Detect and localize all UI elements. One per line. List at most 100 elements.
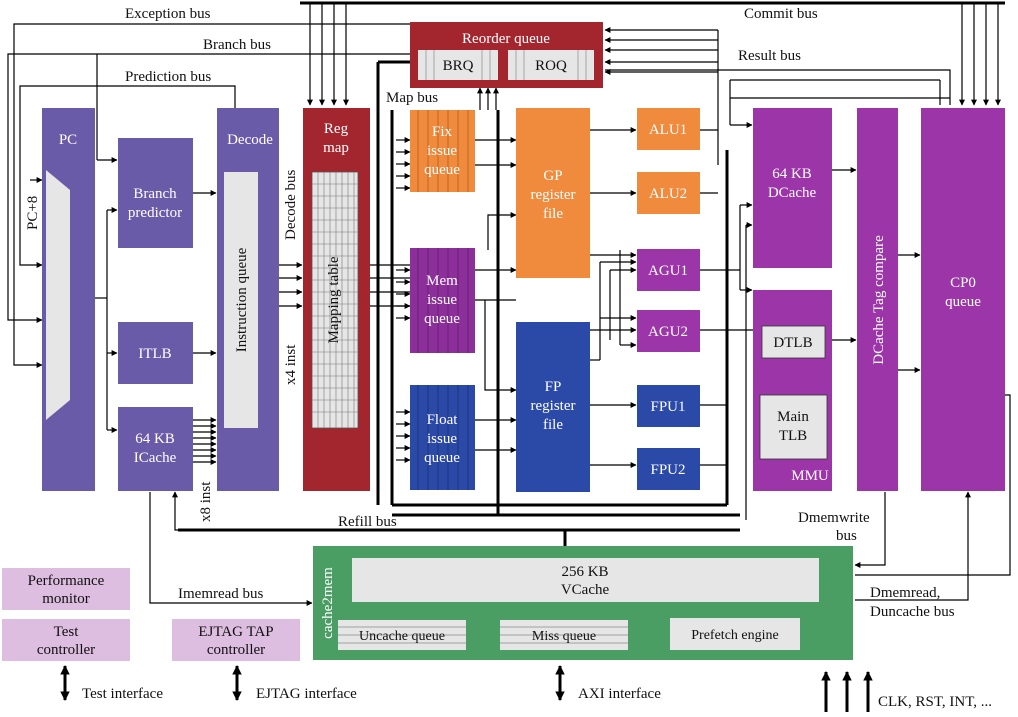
brq-label: BRQ <box>443 58 474 74</box>
instruction-queue-label: Instruction queue <box>234 247 250 352</box>
agu1-block <box>637 249 700 291</box>
main-tlb-label-1: Main <box>777 409 809 425</box>
dmemread-bus-label-2: Duncache bus <box>870 604 955 620</box>
cp0-label-1: CP0 <box>950 275 976 291</box>
map-bus-label: Map bus <box>386 90 438 106</box>
fp-register-file-label-2: register <box>531 398 576 414</box>
dcache-block <box>753 108 832 268</box>
prediction-bus-label: Prediction bus <box>125 69 211 85</box>
dtlb-block <box>761 325 826 359</box>
branch-predictor-label: Branch <box>133 186 177 202</box>
alu2-block <box>637 172 700 214</box>
ejtag-interface-label: EJTAG interface <box>256 686 357 702</box>
cache2mem-label: cache2mem <box>320 567 336 639</box>
alu2-label: ALU2 <box>649 186 687 202</box>
reorder-queue-label: Reorder queue <box>462 31 550 47</box>
main-tlb-label-2: TLB <box>779 428 807 444</box>
test-controller-label-2: controller <box>37 642 95 658</box>
ejtag-controller-block <box>172 619 300 661</box>
fpu2-block <box>637 448 700 490</box>
reg-map-label-2: map <box>323 140 349 156</box>
axi-interface-label: AXI interface <box>578 686 661 702</box>
instruction-queue-block <box>224 172 258 428</box>
main-tlb-block <box>759 394 828 460</box>
itlb-label: ITLB <box>138 346 171 362</box>
mem-issue-stripes <box>417 248 469 353</box>
pc-mux <box>46 170 70 420</box>
prefetch-engine-block <box>670 618 800 650</box>
miss-queue-grid <box>500 626 628 644</box>
commit-bus-label: Commit bus <box>744 6 818 22</box>
mmu-block <box>753 290 832 491</box>
fix-issue-queue-block <box>410 110 475 192</box>
decode-bus-label: Decode bus <box>283 169 299 240</box>
reg-map-label-1: Reg <box>324 121 349 137</box>
test-interface-label: Test interface <box>82 686 163 702</box>
dmemread-bus-label-1: Dmemread, <box>870 585 940 601</box>
fp-register-file-block <box>516 322 590 492</box>
mem-issue-queue-block <box>410 248 475 353</box>
clk-rst-int-label: CLK, RST, INT, ... <box>878 694 992 710</box>
gp-register-file-label-2: register <box>531 187 576 203</box>
float-issue-label-1: Float <box>427 412 459 428</box>
wiring <box>7 1 1011 606</box>
uncache-queue-label: Uncache queue <box>359 629 445 644</box>
mapping-table-grid <box>312 172 358 428</box>
mmu-label: MMU <box>791 468 829 484</box>
cp0-queue-block <box>921 108 1005 491</box>
agu2-block <box>637 310 700 352</box>
prefetch-engine-label: Prefetch engine <box>691 628 778 643</box>
dmemwrite-bus-label-2: bus <box>836 528 857 544</box>
imemread-bus-label: Imemread bus <box>178 586 264 602</box>
float-issue-queue-block <box>410 385 475 490</box>
mapping-table-block <box>311 171 359 429</box>
float-issue-label-3: queue <box>424 450 460 466</box>
branch-predictor-label-2: predictor <box>128 205 182 221</box>
brq-block <box>418 50 498 80</box>
exception-bus-label: Exception bus <box>125 6 211 22</box>
ejtag-controller-label-2: controller <box>207 642 265 658</box>
dcache-label-2: DCache <box>768 185 817 201</box>
float-issue-label-2: issue <box>427 431 457 447</box>
float-issue-stripes <box>417 385 469 490</box>
fp-register-file-label-1: FP <box>545 379 562 395</box>
interface-arrows <box>60 665 873 712</box>
fpu1-block <box>637 385 700 427</box>
dcache-tag-compare-label: DCache Tag compare <box>871 235 887 365</box>
mem-issue-label-2: issue <box>427 292 457 308</box>
uncache-queue-grid <box>338 626 466 644</box>
performance-monitor-label-1: Performance <box>28 573 105 589</box>
pc8-label: PC+8 <box>25 196 41 230</box>
icache-label-2: ICache <box>134 450 177 466</box>
fix-issue-label-3: queue <box>424 162 460 178</box>
vcache-label-1: 256 KB <box>561 564 608 580</box>
agu1-label: AGU1 <box>648 263 688 279</box>
refill-bus-label: Refill bus <box>338 514 397 530</box>
test-controller-block <box>2 619 130 661</box>
dtlb-label: DTLB <box>773 335 812 351</box>
itlb-block <box>118 322 193 384</box>
brq-grid <box>425 50 491 80</box>
ejtag-controller-label-1: EJTAG TAP <box>198 624 273 640</box>
x4-inst-label: x4 inst <box>283 344 299 385</box>
dcache-label-1: 64 KB <box>772 166 812 182</box>
mapping-table-label: Mapping table <box>326 256 342 343</box>
gp-register-file-label-1: GP <box>543 168 562 184</box>
mem-issue-label-3: queue <box>424 311 460 327</box>
alu1-block <box>637 108 700 150</box>
roq-block <box>508 50 594 80</box>
vcache-label-2: VCache <box>561 582 610 598</box>
alu1-label: ALU1 <box>649 122 687 138</box>
gp-register-file-label-3: file <box>543 206 563 222</box>
test-controller-label-1: Test <box>54 624 80 640</box>
result-bus-label: Result bus <box>738 48 801 64</box>
x8-inst-label: x8 inst <box>198 481 214 522</box>
icache-label-1: 64 KB <box>135 431 175 447</box>
agu2-label: AGU2 <box>648 324 688 340</box>
pc-label: PC <box>59 132 77 148</box>
cp0-label-2: queue <box>945 294 981 310</box>
fpu1-label: FPU1 <box>650 399 685 415</box>
fix-issue-label-2: issue <box>427 143 457 159</box>
vcache-block <box>352 558 819 602</box>
